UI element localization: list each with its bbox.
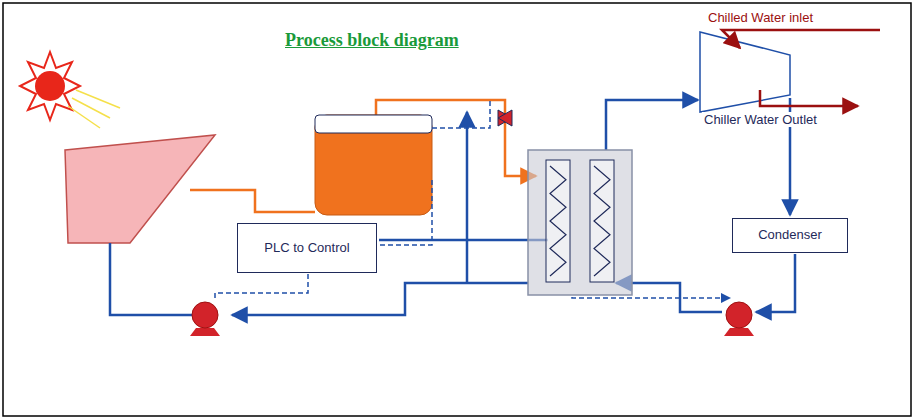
sun-icon	[20, 52, 120, 128]
chilled-water-line	[760, 90, 858, 106]
heat-exchanger	[528, 150, 632, 295]
control-valve	[498, 110, 512, 126]
frame-border	[3, 3, 911, 416]
process-box: Condenser	[732, 218, 848, 253]
pump	[190, 302, 220, 336]
chilled-water-line	[722, 30, 880, 48]
storage-tank	[315, 115, 432, 215]
controller-box: PLC to Control	[237, 223, 377, 273]
water-pipe	[110, 98, 795, 315]
box-text: Condenser	[758, 227, 822, 243]
box-text: PLC to Control	[262, 240, 352, 256]
compressor	[700, 32, 790, 112]
diagram-title: Process block diagram	[285, 30, 459, 51]
signal-line	[215, 100, 730, 300]
pump	[724, 302, 754, 336]
stream-label: Chiller Water Outlet	[702, 112, 819, 127]
hot-pipe	[190, 190, 315, 212]
stream-label: Chilled Water inlet	[706, 10, 815, 25]
